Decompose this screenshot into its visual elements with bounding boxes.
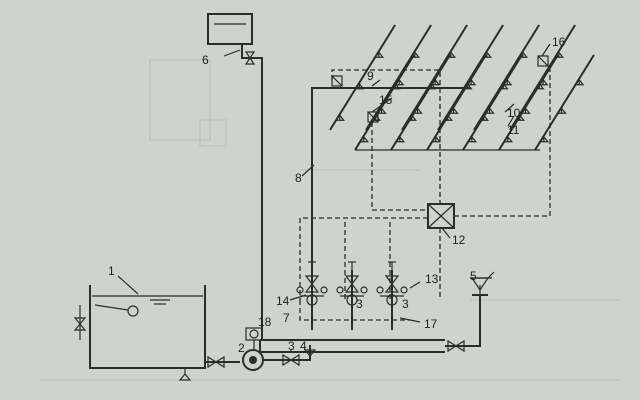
pressure-gauge-icon (336, 286, 344, 294)
label-17: 17 (424, 317, 438, 331)
flow-indicator (331, 75, 343, 87)
callout-labels: 1 2 3 4 5 6 7 8 9 10 11 12 13 14 15 16 1… (108, 35, 566, 355)
branch-line (426, 54, 487, 151)
test-valve (470, 271, 495, 295)
label-8: 8 (295, 171, 302, 185)
branch-line (462, 54, 523, 151)
branch-line (354, 54, 415, 151)
detector-16 (537, 55, 549, 67)
main-header (259, 294, 488, 353)
pressure-switch-icon (320, 286, 328, 294)
label-11: 11 (507, 123, 520, 137)
riser (311, 87, 445, 330)
alarm-controller (427, 203, 455, 229)
label-16: 16 (552, 35, 566, 49)
leader-lines (117, 43, 551, 323)
branch-line (534, 54, 595, 151)
branch-line (473, 24, 540, 131)
label-3: 3 (288, 339, 295, 353)
label-10: 10 (507, 106, 521, 120)
sprinkler-branches (312, 24, 595, 151)
label-3-b: 3 (356, 297, 363, 311)
signal-wiring (299, 65, 551, 321)
gate-valve-icon (344, 275, 360, 285)
pressure-switch-icon (400, 286, 408, 294)
label-18: 18 (258, 315, 272, 329)
label-13: 13 (425, 272, 439, 286)
paper-ghost-marks (40, 59, 620, 381)
label-2: 2 (238, 341, 245, 355)
branch-line (329, 24, 396, 131)
branch-line (437, 24, 504, 131)
label-6: 6 (202, 53, 209, 67)
label-5: 5 (470, 269, 477, 283)
label-9: 9 (367, 69, 374, 83)
label-3-c: 3 (402, 297, 409, 311)
branch-line (401, 24, 468, 131)
label-14: 14 (276, 294, 290, 308)
label-7: 7 (283, 311, 290, 325)
water-tank (73, 285, 206, 381)
label-1: 1 (108, 264, 115, 278)
suction-line (205, 355, 240, 369)
gate-valve-icon (384, 283, 400, 293)
branch-line (509, 24, 576, 131)
gate-valve-icon (384, 275, 400, 285)
label-15: 15 (379, 93, 393, 107)
branch-line (390, 54, 451, 151)
label-12: 12 (452, 233, 466, 247)
elevated-tank (207, 13, 263, 340)
pressure-switch-icon (360, 286, 368, 294)
branch-line (498, 54, 559, 151)
pressure-gauge-icon (376, 286, 384, 294)
label-4: 4 (300, 339, 307, 353)
gate-valve-icon (344, 283, 360, 293)
